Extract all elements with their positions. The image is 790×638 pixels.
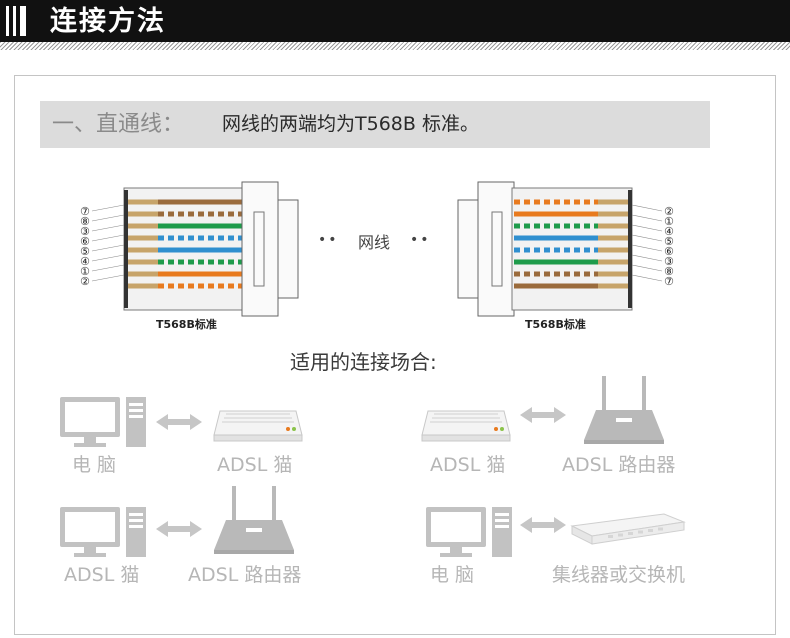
modem-icon	[421, 410, 511, 442]
two-way-arrow-icon	[156, 414, 202, 430]
router-icon	[584, 376, 664, 444]
pin-label: ⑦	[80, 205, 90, 218]
rj45-connector-right: ② ① ④ ⑤ ⑥ ③ ⑧ ⑦	[457, 181, 674, 317]
pin-label: ③	[80, 225, 90, 238]
pin-label: ⑤	[80, 245, 90, 258]
standard-label-right: T568B标准	[525, 318, 586, 331]
computer-icon	[60, 507, 146, 557]
section-bar	[40, 101, 710, 148]
rj45-connector-left: ⑦ ⑧ ③ ⑥ ⑤ ④ ① ②	[80, 181, 299, 317]
device-label-modem: ADSL 猫	[217, 454, 293, 476]
pin-labels-right: ② ① ④ ⑤ ⑥ ③ ⑧ ⑦	[664, 205, 674, 288]
header-bars-icon	[6, 6, 26, 36]
pin-labels-left: ⑦ ⑧ ③ ⑥ ⑤ ④ ① ②	[80, 205, 90, 288]
two-way-arrow-icon	[520, 517, 566, 533]
pin-label: ①	[664, 215, 674, 228]
pin-label: ⑤	[664, 235, 674, 248]
page-title: 连接方法	[50, 6, 166, 37]
cable-dots-right: ••	[410, 232, 431, 248]
section-label: 一、直通线：	[52, 112, 185, 137]
computer-icon	[60, 397, 146, 447]
standard-label-left: T568B标准	[156, 318, 217, 331]
header-divider	[0, 42, 790, 50]
scenarios-title: 适用的连接场合:	[290, 350, 437, 374]
device-label-pc: 电 脑	[72, 454, 117, 476]
pin-label: ⑧	[80, 215, 90, 228]
device-label-switch: 集线器或交换机	[552, 564, 686, 586]
device-label-pc: 电 脑	[430, 564, 475, 586]
switch-icon	[570, 513, 686, 545]
two-way-arrow-icon	[520, 407, 566, 423]
pin-label: ②	[664, 205, 674, 218]
modem-icon	[213, 410, 303, 442]
pin-label: ③	[664, 255, 674, 268]
section-description: 网线的两端均为T568B 标准。	[222, 113, 479, 135]
header-bar	[0, 0, 790, 42]
pin-label: ⑥	[664, 245, 674, 258]
cable-label: 网线	[358, 233, 391, 252]
pin-label: ⑥	[80, 235, 90, 248]
pin-label: ②	[80, 275, 90, 288]
computer-icon	[426, 507, 512, 557]
pin-label: ⑦	[664, 275, 674, 288]
content-frame	[14, 75, 776, 635]
device-label-router: ADSL 路由器	[562, 454, 676, 476]
device-label-router: ADSL 路由器	[188, 564, 302, 586]
pin-label: ④	[664, 225, 674, 238]
pin-label: ⑧	[664, 265, 674, 278]
router-icon	[214, 486, 294, 554]
device-label-modem: ADSL 猫	[430, 454, 506, 476]
device-label-modem: ADSL 猫	[64, 564, 140, 586]
pin-label: ①	[80, 265, 90, 278]
two-way-arrow-icon	[156, 521, 202, 537]
pin-label: ④	[80, 255, 90, 268]
cable-dots-left: ••	[318, 232, 339, 248]
